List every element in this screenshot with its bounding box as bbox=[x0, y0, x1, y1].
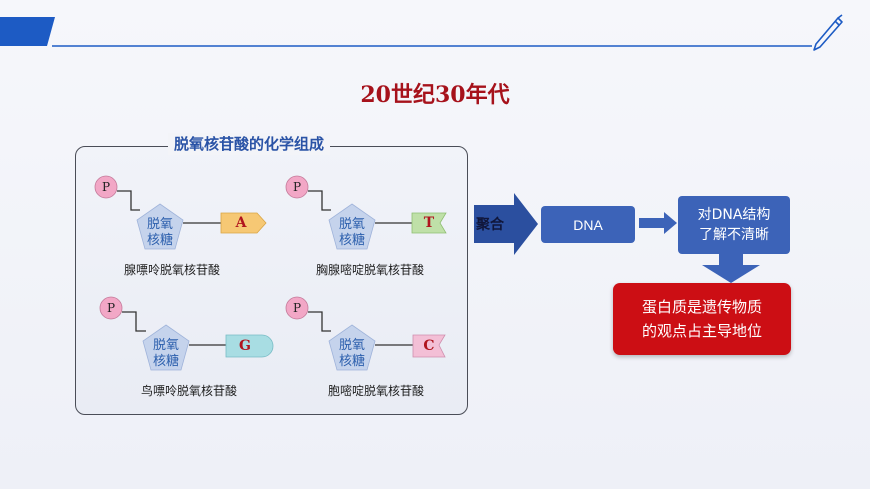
base-letter-a: A bbox=[235, 215, 247, 231]
sugar-line1: 脱氧 bbox=[338, 338, 365, 353]
caption-g: 鸟嘌呤脱氧核苷酸 bbox=[141, 384, 238, 398]
caption-t: 胸腺嘧啶脱氧核苷酸 bbox=[316, 263, 425, 277]
sugar-label-g: 脱氧核糖 bbox=[141, 338, 191, 370]
sugar-line2: 核糖 bbox=[146, 233, 173, 248]
phosphate-circle bbox=[285, 296, 309, 320]
header-decoration bbox=[0, 14, 843, 51]
phosphate-label-t: P bbox=[292, 180, 302, 194]
phosphate-label-a: P bbox=[101, 180, 111, 194]
caption-c: 胞嘧啶脱氧核苷酸 bbox=[328, 384, 425, 398]
page-title: 20世纪30年代 bbox=[360, 82, 510, 108]
down-arrow bbox=[702, 254, 760, 283]
base-shape-c bbox=[412, 334, 446, 358]
caption-a: 腺嘌呤脱氧核苷酸 bbox=[124, 263, 221, 277]
header-blue-tab bbox=[0, 17, 55, 46]
phosphate-circle bbox=[99, 296, 123, 320]
sugar-label-a: 脱氧核糖 bbox=[135, 217, 185, 249]
dna-to-understanding-arrow bbox=[639, 212, 677, 234]
nucleotide-a bbox=[94, 175, 267, 250]
sugar-line1: 脱氧 bbox=[338, 217, 365, 232]
sugar-line2: 核糖 bbox=[338, 354, 365, 369]
understanding-line2: 了解不清晰 bbox=[699, 227, 769, 243]
dna-box: DNA bbox=[541, 206, 635, 243]
phosphate-bond bbox=[308, 190, 331, 211]
base-shape-g bbox=[225, 334, 274, 358]
sugar-pentagon bbox=[142, 324, 190, 371]
sugar-line1: 脱氧 bbox=[146, 217, 173, 232]
sugar-pentagon bbox=[136, 203, 184, 250]
polymerize-label: 聚合 bbox=[476, 217, 504, 233]
understanding-line1: 对DNA结构 bbox=[697, 207, 771, 223]
phosphate-bond bbox=[117, 190, 140, 211]
sugar-line2: 核糖 bbox=[152, 354, 179, 369]
phosphate-bond bbox=[122, 311, 146, 332]
nucleotide-t bbox=[285, 175, 447, 250]
conclusion-line1: 蛋白质是遗传物质 bbox=[641, 298, 762, 316]
base-letter-g: G bbox=[239, 338, 251, 354]
nucleotide-g bbox=[99, 296, 274, 371]
nucleotide-panel bbox=[75, 146, 468, 415]
conclusion-line2: 的观点占主导地位 bbox=[641, 322, 762, 340]
panel-title: 脱氧核苷酸的化学组成 bbox=[168, 133, 331, 155]
base-shape-t bbox=[411, 212, 447, 234]
base-letter-c: C bbox=[423, 338, 435, 354]
polymerize-arrow bbox=[474, 193, 538, 255]
conclusion-box: 蛋白质是遗传物质 的观点占主导地位 bbox=[613, 283, 791, 355]
sugar-line2: 核糖 bbox=[338, 233, 365, 248]
nucleotide-c bbox=[285, 296, 446, 371]
phosphate-label-g: P bbox=[106, 301, 116, 315]
base-letter-t: T bbox=[423, 215, 435, 231]
phosphate-bond bbox=[308, 311, 331, 332]
phosphate-circle bbox=[285, 175, 309, 199]
sugar-line1: 脱氧 bbox=[152, 338, 179, 353]
sugar-label-c: 脱氧核糖 bbox=[327, 338, 377, 370]
sugar-pentagon bbox=[328, 324, 376, 371]
phosphate-label-c: P bbox=[292, 301, 302, 315]
phosphate-circle bbox=[94, 175, 118, 199]
sugar-label-t: 脱氧核糖 bbox=[327, 217, 377, 249]
base-shape-a bbox=[220, 212, 267, 234]
pen-icon bbox=[813, 14, 843, 51]
understanding-box: 对DNA结构 了解不清晰 bbox=[678, 196, 790, 254]
sugar-pentagon bbox=[328, 203, 376, 250]
